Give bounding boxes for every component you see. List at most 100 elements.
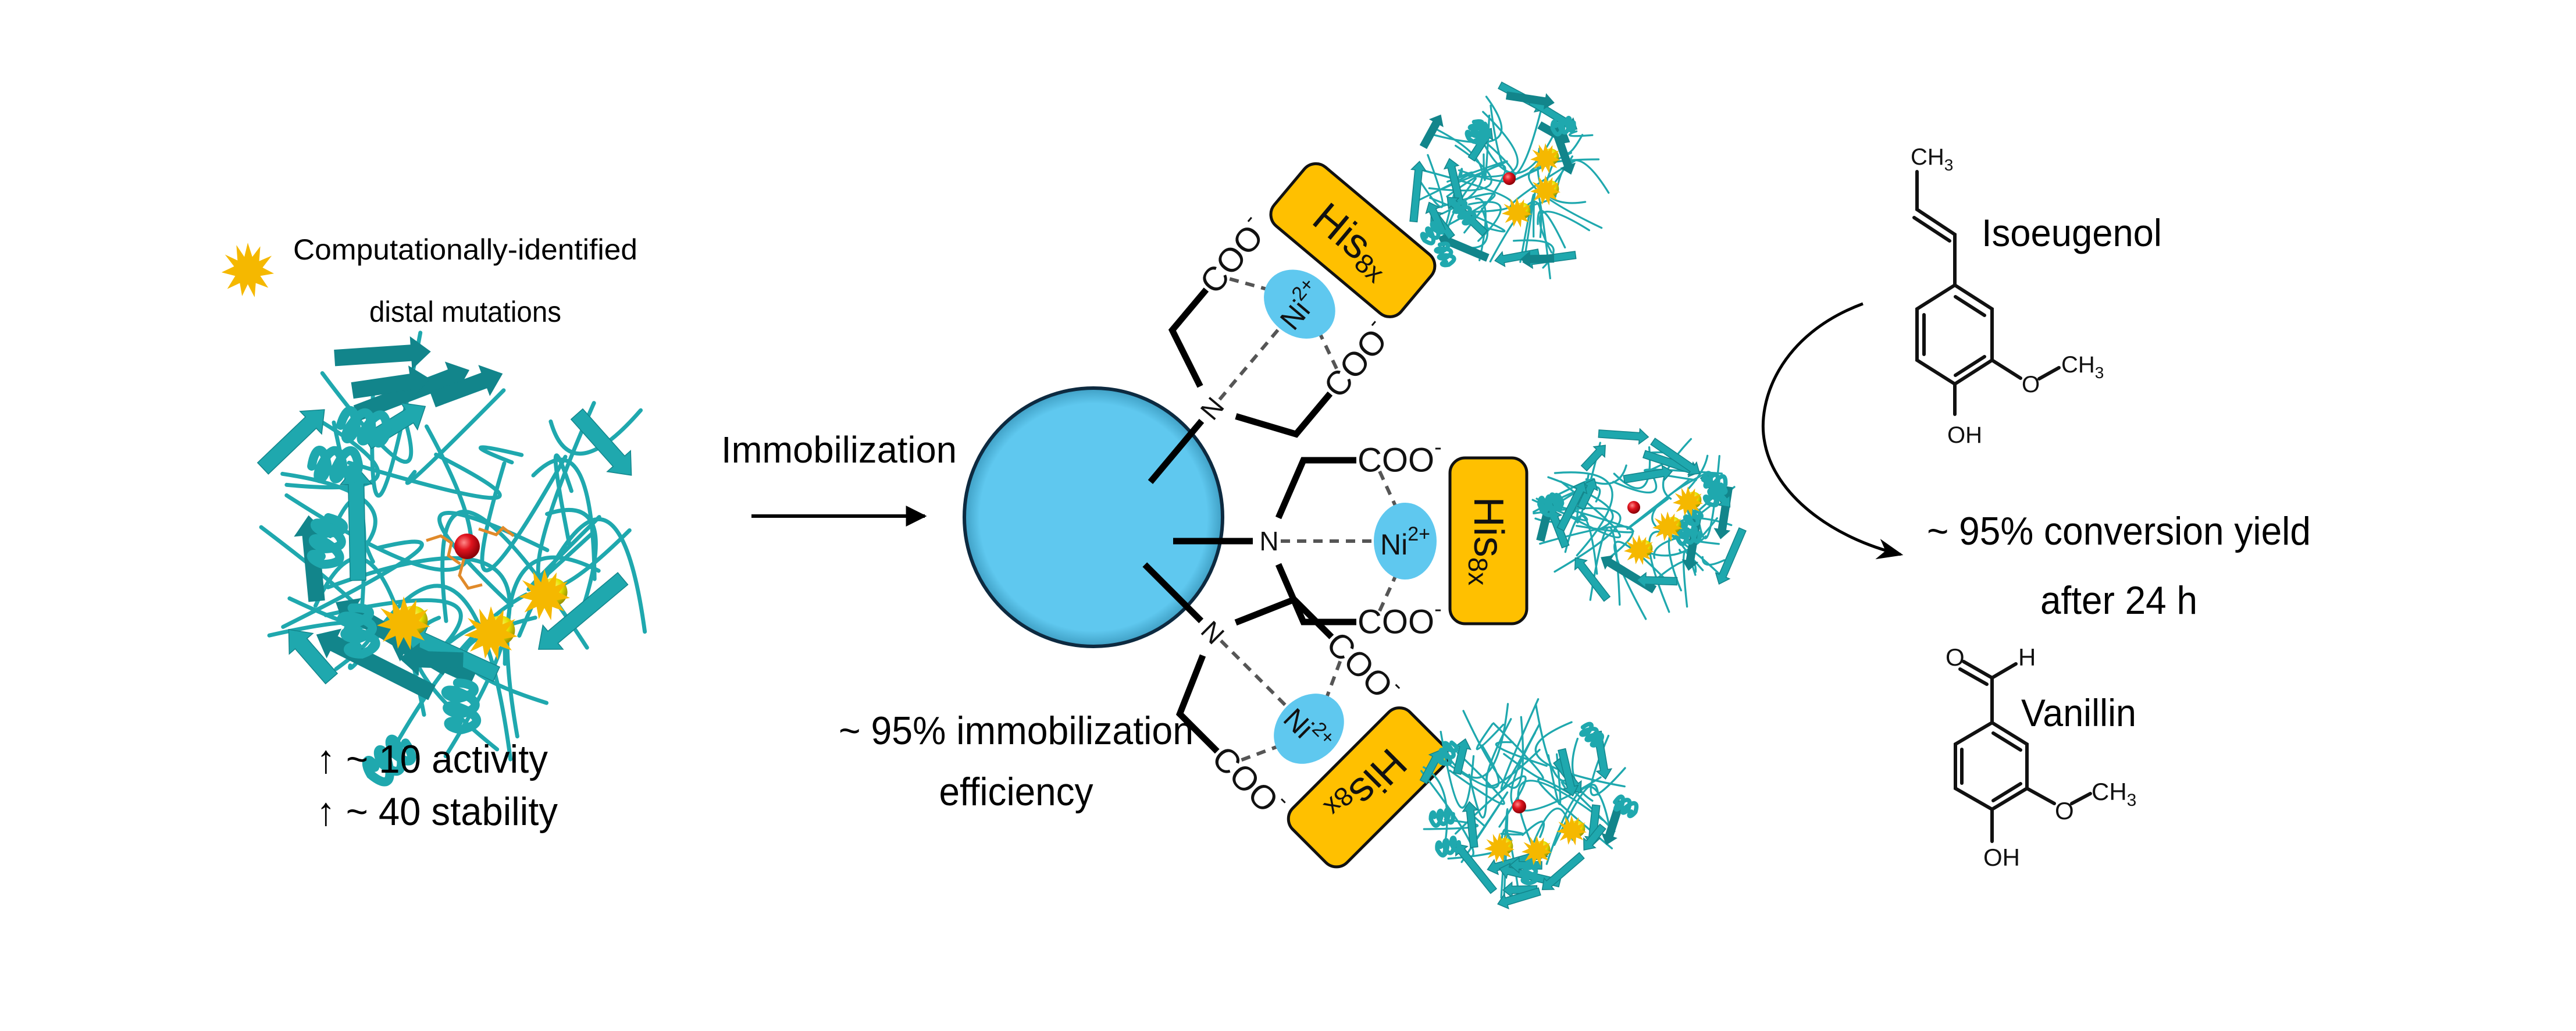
immobilized-enzyme-bottom <box>1419 698 1639 910</box>
protein-loop <box>479 445 524 465</box>
protein-beta-strand <box>1497 887 1541 910</box>
protein-helix <box>1465 119 1490 144</box>
protein-beta-strand <box>430 365 503 407</box>
isoeugenol-hydroxyl: OH <box>1947 422 1982 448</box>
enzyme-structure-wildtype <box>256 330 647 787</box>
metal-center-sphere <box>454 534 480 559</box>
protein-loop <box>1500 698 1541 791</box>
immobilized-enzyme-top <box>1409 81 1610 280</box>
carboxymethyl-arm <box>1235 391 1333 438</box>
immobilization-label: Immobilization <box>721 429 957 471</box>
protein-beta-strand <box>1502 881 1538 898</box>
protein-loop <box>1470 207 1489 249</box>
protein-helix <box>1579 721 1604 748</box>
immobilized-enzyme-middle <box>1531 428 1747 620</box>
protein-loop <box>1612 473 1658 494</box>
protein-loop <box>377 584 513 762</box>
legend-line-1: Computationally-identified <box>293 233 637 266</box>
protein-helix <box>336 406 392 448</box>
protein-beta-strand <box>1636 571 1678 589</box>
protein-loop <box>1535 480 1621 539</box>
protein-loop <box>1449 752 1505 805</box>
protein-loop <box>480 454 568 573</box>
protein-helix <box>441 678 481 734</box>
protein-helix <box>1613 794 1639 819</box>
protein-loop <box>1446 164 1506 234</box>
protein-loop <box>1485 718 1541 787</box>
protein-loop <box>1462 710 1524 789</box>
protein-loop <box>1571 737 1594 802</box>
protein-helix <box>337 603 380 659</box>
carboxylate-label: COO- <box>1358 597 1442 641</box>
protein-loop <box>1476 723 1505 751</box>
protein-beta-strand <box>1505 91 1555 110</box>
protein-beta-strand <box>1650 438 1701 475</box>
isoeugenol-methoxy-methyl: CH3 <box>2061 352 2104 382</box>
carboxymethyl-arm <box>1175 654 1220 754</box>
carboxymethyl-arm <box>1275 457 1356 520</box>
protein-beta-strand <box>351 365 431 399</box>
protein-helix <box>307 513 348 569</box>
protein-loop <box>1468 773 1488 819</box>
protein-helix <box>1435 836 1462 858</box>
protein-loop <box>1467 111 1519 178</box>
vanillin-methoxy-oxygen: O <box>2055 797 2074 824</box>
carboxymethyl-arm <box>1234 595 1334 639</box>
protein-beta-strand <box>1462 801 1479 848</box>
protein-beta-strand <box>256 409 325 475</box>
protein-helix <box>1701 471 1728 492</box>
protein-loop <box>326 556 512 758</box>
protein-beta-strand <box>1580 445 1606 472</box>
protein-beta-strand <box>1520 251 1555 268</box>
nickel-ion <box>1274 694 1344 764</box>
stability-improvement: ↑ ~ 40 stability <box>316 790 558 834</box>
protein-loop <box>1479 120 1562 175</box>
protein-loop <box>1547 476 1614 531</box>
protein-beta-strand <box>1556 481 1588 532</box>
protein-beta-strand <box>1541 852 1585 890</box>
protein-loop <box>1517 780 1604 863</box>
protein-beta-strand <box>1419 114 1444 150</box>
protein-beta-strand <box>339 464 373 581</box>
protein-beta-strand <box>1623 464 1673 484</box>
his-tag-box <box>1269 162 1437 318</box>
protein-beta-strand <box>399 642 464 676</box>
ligand-sticks <box>426 525 515 590</box>
protein-loop <box>1554 159 1610 198</box>
protein-beta-strand <box>1455 843 1498 894</box>
protein-loop <box>1492 722 1544 780</box>
vanillin-aldehyde-oxygen: O <box>1946 644 1965 671</box>
protein-beta-strand <box>1715 527 1747 585</box>
protein-loop <box>531 457 597 581</box>
isoeugenol-methoxy-oxygen: O <box>2022 372 2040 397</box>
protein-loop <box>505 555 601 739</box>
protein-loop <box>405 388 506 485</box>
protein-loop <box>1460 791 1509 863</box>
protein-beta-strand <box>1577 478 1598 510</box>
protein-loop <box>1626 478 1690 530</box>
protein-loop <box>1613 446 1651 489</box>
protein-loop <box>1539 525 1634 560</box>
vanillin-hydroxyl: OH <box>1983 844 2020 871</box>
protein-loop <box>1554 471 1613 557</box>
metal-center-sphere <box>1627 501 1640 514</box>
reaction-conditions: ~ 95% conversion yield after 24 h <box>1927 509 2311 623</box>
carboxymethyl-arm <box>1168 287 1209 388</box>
mutation-star-icon <box>1556 815 1587 845</box>
legend-line-2: distal mutations <box>369 296 561 328</box>
protein-helix <box>1702 482 1728 507</box>
linker-stem <box>1142 562 1204 624</box>
reaction-time: after 24 h <box>2040 578 2197 623</box>
vanillin-structure: O H OH O CH3 Vanillin <box>1946 644 2136 871</box>
protein-beta-strand <box>288 629 339 685</box>
protein-helix <box>1550 116 1576 137</box>
protein-helix <box>362 734 416 787</box>
protein-loop <box>553 453 573 548</box>
activity-improvement: ↑ ~ 10 activity <box>316 737 548 781</box>
protein-helix <box>1428 807 1455 828</box>
protein-helix <box>1452 200 1477 226</box>
protein-loop <box>1475 197 1487 262</box>
protein-loop <box>1576 442 1601 524</box>
protein-helix <box>1519 858 1539 886</box>
